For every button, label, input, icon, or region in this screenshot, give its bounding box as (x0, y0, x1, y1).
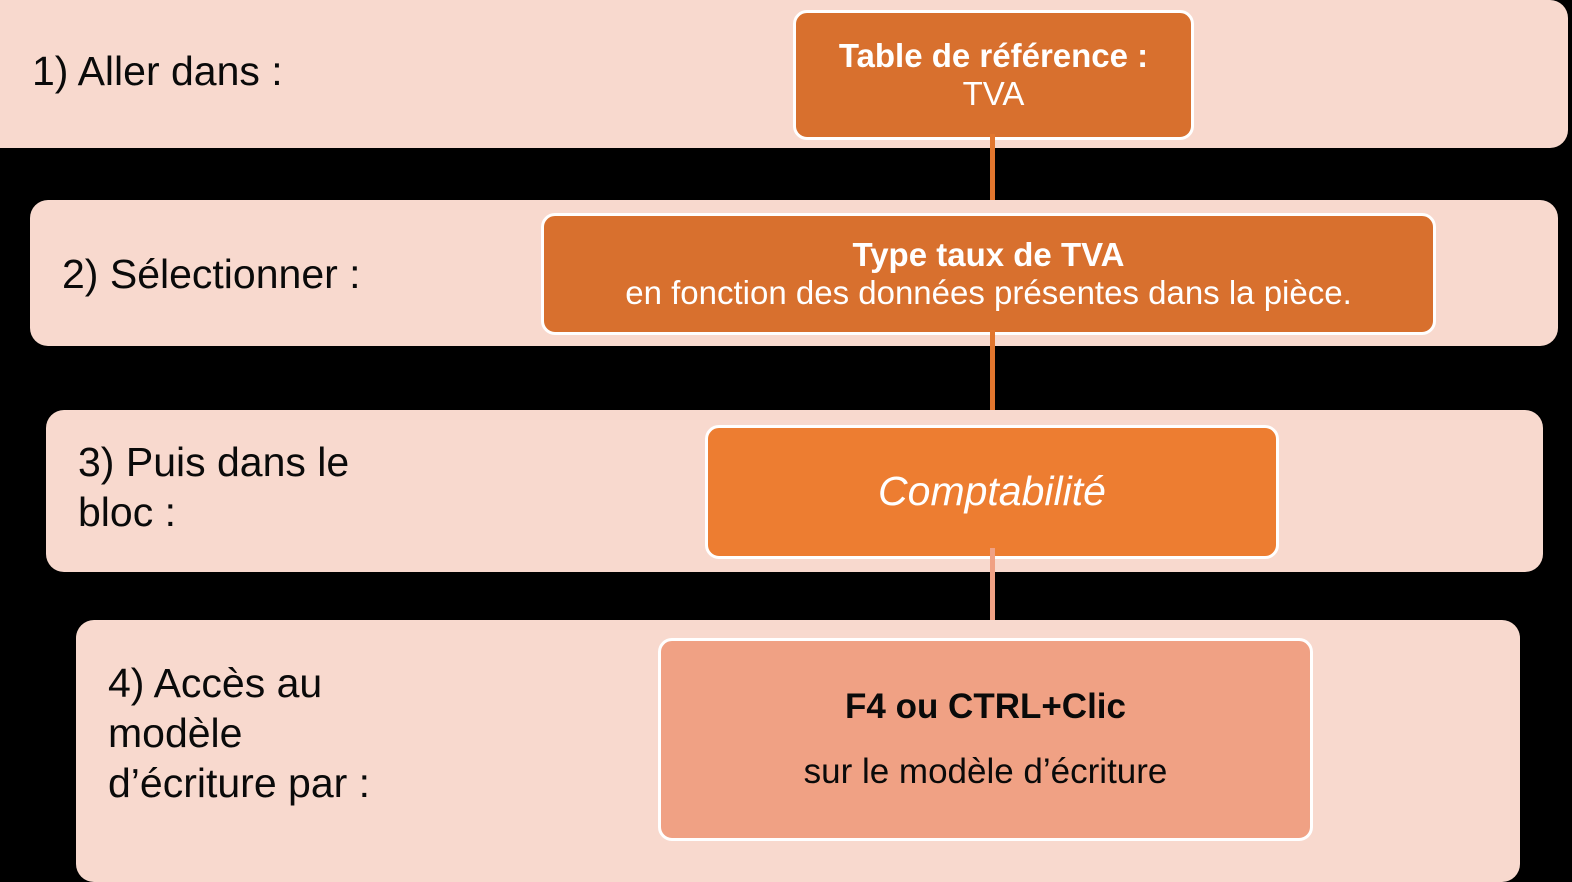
accounting-block-box[interactable]: Comptabilité (705, 425, 1279, 559)
connector-step3-step4 (990, 548, 995, 656)
vat-rate-type-title: Type taux de TVA (852, 235, 1125, 273)
vat-rate-type-box[interactable]: Type taux de TVA en fonction des données… (541, 213, 1436, 335)
vat-rate-type-description: en fonction des données présentes dans l… (625, 274, 1352, 311)
step-label-3: 3) Puis dans le bloc : (78, 439, 350, 536)
connector-step2-step3 (990, 330, 995, 426)
step-label-2: 2) Sélectionner : (62, 251, 361, 297)
shortcut-target: sur le modèle d’écriture (803, 751, 1168, 791)
step-label-4: 4) Accès au modèle d’écriture par : (108, 660, 371, 807)
reference-table-value: TVA (962, 75, 1025, 112)
shortcut-box[interactable]: F4 ou CTRL+Clic sur le modèle d’écriture (658, 638, 1313, 841)
shortcut-keys: F4 ou CTRL+Clic (845, 686, 1126, 726)
reference-table-title: Table de référence : (838, 36, 1149, 74)
step-panel-1 (0, 0, 1568, 148)
step-label-1: 1) Aller dans : (32, 48, 283, 94)
connector-step1-step2 (990, 134, 995, 220)
reference-table-box[interactable]: Table de référence : TVA (793, 10, 1194, 140)
accounting-block-title: Comptabilité (878, 468, 1106, 515)
